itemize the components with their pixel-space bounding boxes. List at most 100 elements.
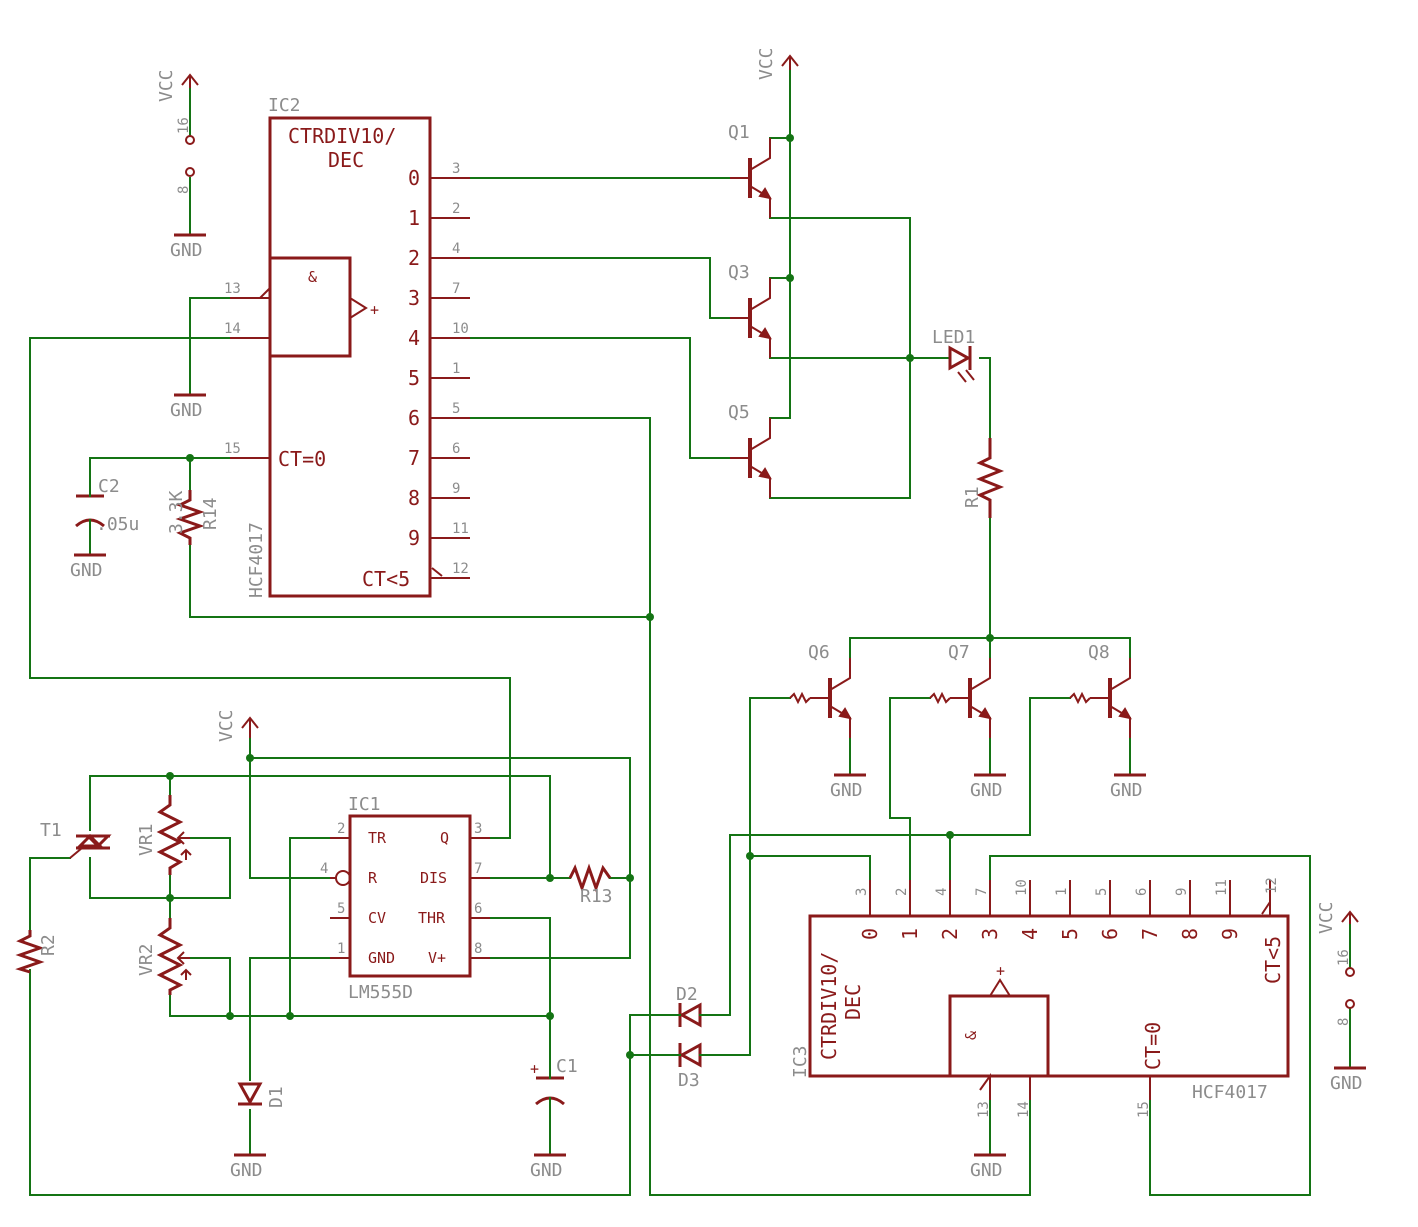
ground-symbol: GND bbox=[830, 773, 866, 801]
ic1-r: R bbox=[368, 869, 378, 887]
transistor-q5-label: Q5 bbox=[728, 402, 750, 423]
ic2-vdd-pin: 16 bbox=[176, 117, 192, 134]
ic2-hcf4017: IC2 CTRDIV10/ DEC & + CT=0 CT<5 HCF4017 … bbox=[224, 95, 470, 598]
ic1-cv: CV bbox=[368, 909, 386, 927]
ground-symbol: GND bbox=[970, 1153, 1006, 1181]
ic1-ref: IC1 bbox=[348, 794, 381, 815]
t1-label: T1 bbox=[40, 820, 62, 841]
transistor-q5: Q5 bbox=[728, 402, 772, 498]
led1-label: LED1 bbox=[932, 327, 975, 348]
ic3-out-9-label: 9 bbox=[1218, 928, 1242, 940]
transistor-q6-label: Q6 bbox=[808, 642, 830, 663]
ic3-out-8-label: 8 bbox=[1178, 928, 1202, 940]
ic2-out-6-label: 6 bbox=[408, 406, 420, 430]
ic3-out-9-pin: 11 bbox=[1214, 879, 1230, 896]
ic2-part: HCF4017 bbox=[246, 522, 267, 598]
ic1-pin4: 4 bbox=[320, 861, 328, 877]
r14-label: R14 bbox=[200, 497, 221, 530]
ic2-out-1-pin: 2 bbox=[452, 201, 460, 217]
c2: C2 .05u bbox=[75, 476, 139, 535]
ic2-out-6-pin: 5 bbox=[452, 401, 460, 417]
ic3-out-5-label: 5 bbox=[1058, 928, 1082, 940]
ic2-supply-pins: VCC 16 8 bbox=[156, 69, 199, 194]
ic3-func2: DEC bbox=[841, 984, 865, 1020]
transistor-q7-label: Q7 bbox=[948, 642, 970, 663]
transistor-q7: Q7 bbox=[929, 642, 992, 738]
gnd-label: GND bbox=[70, 560, 103, 581]
d3-label: D3 bbox=[678, 1070, 700, 1091]
c1: + C1 bbox=[530, 1056, 578, 1111]
ic2-out-2-label: 2 bbox=[408, 246, 420, 270]
ic3-ref: IC3 bbox=[790, 1045, 811, 1078]
ic1-pin3: 3 bbox=[474, 821, 482, 837]
ic2-pin14: 14 bbox=[224, 321, 241, 337]
gnd-label: GND bbox=[1330, 1073, 1363, 1094]
vcc-label-top: VCC bbox=[756, 47, 777, 80]
ic3-plus: + bbox=[996, 962, 1005, 980]
ic3-part: HCF4017 bbox=[1192, 1082, 1268, 1103]
ic3-out-7-label: 7 bbox=[1138, 928, 1162, 940]
ic2-out-0-label: 0 bbox=[408, 166, 420, 190]
vr1: VR1 bbox=[136, 795, 192, 875]
c2-value: .05u bbox=[96, 514, 139, 535]
ic3-pin14: 14 bbox=[1016, 1101, 1032, 1118]
vr2-label: VR2 bbox=[136, 943, 157, 976]
ground-symbol: GND bbox=[170, 393, 206, 421]
ic3-ct5: CT<5 bbox=[1261, 936, 1285, 984]
gnd-label: GND bbox=[170, 400, 203, 421]
vr2: VR2 bbox=[136, 918, 192, 995]
transistor-q1: Q1 bbox=[728, 122, 772, 218]
transistor-q6: Q6 bbox=[789, 642, 852, 738]
r1: R1 bbox=[962, 438, 1005, 518]
ic2-out-9-pin: 11 bbox=[452, 521, 469, 537]
ic3-out-6-label: 6 bbox=[1098, 928, 1122, 940]
ic1-q: Q bbox=[440, 829, 449, 847]
ic1-gnd: GND bbox=[368, 949, 395, 967]
gnd-label: GND bbox=[970, 1160, 1003, 1181]
ic2-out-3-label: 3 bbox=[408, 286, 420, 310]
ic3-func1: CTRDIV10/ bbox=[817, 952, 841, 1060]
t1-triac: T1 bbox=[40, 820, 112, 859]
ic2-plus: + bbox=[370, 301, 379, 319]
ic3-supply-pins: VCC 16 8 bbox=[1316, 901, 1359, 1069]
r13: R13 bbox=[568, 863, 613, 907]
ic1-pin2: 2 bbox=[337, 821, 345, 837]
wires bbox=[29, 69, 1311, 1196]
r14-value: 3.3K bbox=[166, 490, 187, 534]
ic2-and: & bbox=[308, 268, 317, 286]
ic1-pin1: 1 bbox=[337, 941, 345, 957]
vcc-label-ic3: VCC bbox=[1316, 901, 1337, 934]
ic2-ref: IC2 bbox=[268, 95, 301, 116]
r2: R2 bbox=[15, 930, 59, 974]
ic1-thr: THR bbox=[418, 909, 446, 927]
ic3-out-8-pin: 9 bbox=[1174, 888, 1190, 896]
ground-symbol: GND bbox=[970, 773, 1006, 801]
gnd-label: GND bbox=[970, 780, 1003, 801]
r1-label: R1 bbox=[962, 486, 983, 508]
ic3-out-0-label: 0 bbox=[858, 928, 882, 940]
transistor-q3-label: Q3 bbox=[728, 262, 750, 283]
ic3-out-2-pin: 4 bbox=[934, 888, 950, 896]
ic1-lm555: IC1 LM555D TR R CV GND Q DIS THR V+ 2 4 … bbox=[320, 794, 490, 1003]
ic3-and: & bbox=[962, 1031, 980, 1040]
c1-label: C1 bbox=[556, 1056, 578, 1077]
ic1-pin8: 8 bbox=[474, 941, 482, 957]
gnd-label: GND bbox=[170, 240, 203, 261]
ic2-out-5-label: 5 bbox=[408, 366, 420, 390]
junctions bbox=[166, 134, 994, 1059]
d3: D3 bbox=[669, 1042, 711, 1091]
ic3-out-2-label: 2 bbox=[938, 928, 962, 940]
ground-symbol: GND bbox=[70, 553, 106, 581]
ic2-out-1-label: 1 bbox=[408, 206, 420, 230]
ic3-out-3-label: 3 bbox=[978, 928, 1002, 940]
ic3-pin12: 12 bbox=[1264, 877, 1280, 894]
ic1-pin5: 5 bbox=[337, 901, 345, 917]
d1: D1 bbox=[237, 1082, 287, 1108]
d1-label: D1 bbox=[266, 1086, 287, 1108]
ground-symbol: GND bbox=[1330, 1066, 1366, 1094]
ic2-out-3-pin: 7 bbox=[452, 281, 460, 297]
ic2-out-8-pin: 9 bbox=[452, 481, 460, 497]
vr1-label: VR1 bbox=[136, 823, 157, 856]
